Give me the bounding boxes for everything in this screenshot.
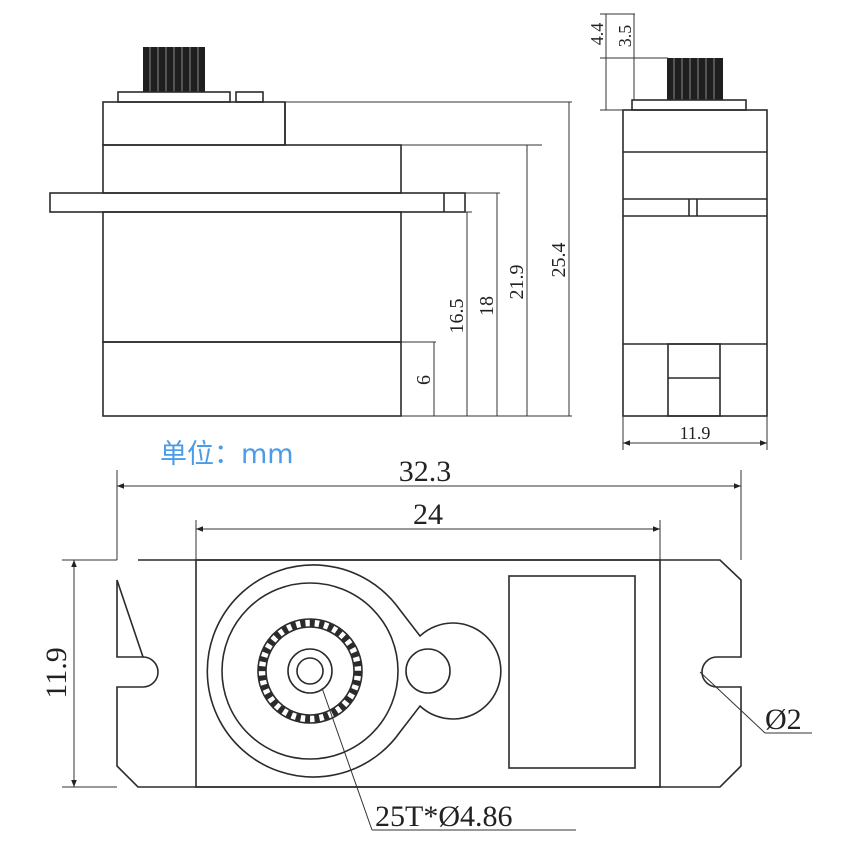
dim-spline: 25T*Ø4.86	[375, 800, 513, 833]
dim-side-4-4: 4.4	[587, 23, 607, 46]
dim-front-25-4: 25.4	[548, 243, 570, 278]
dim-top-24: 24	[413, 498, 443, 531]
dim-front-16-5: 16.5	[446, 299, 468, 334]
side-view: 4.4 3.5 11.9	[587, 13, 768, 450]
dim-mount-hole: Ø2	[765, 703, 802, 736]
front-spline-knob	[143, 47, 205, 92]
dim-top-11-9: 11.9	[40, 647, 73, 698]
dim-front-6: 6	[413, 375, 435, 385]
dim-side-11-9: 11.9	[680, 423, 711, 443]
dim-side-3-5: 3.5	[615, 25, 635, 48]
top-view: 32.3 24 11.9 Ø2 25T*Ø4.86	[40, 455, 812, 833]
side-spline-knob	[667, 58, 723, 100]
unit-label: 单位：mm	[160, 439, 294, 470]
dim-top-32-3: 32.3	[399, 455, 452, 488]
dim-front-21-9: 21.9	[506, 265, 528, 300]
front-view: 6 16.5 18 21.9 25.4	[49, 47, 572, 417]
dim-front-18: 18	[476, 296, 498, 316]
